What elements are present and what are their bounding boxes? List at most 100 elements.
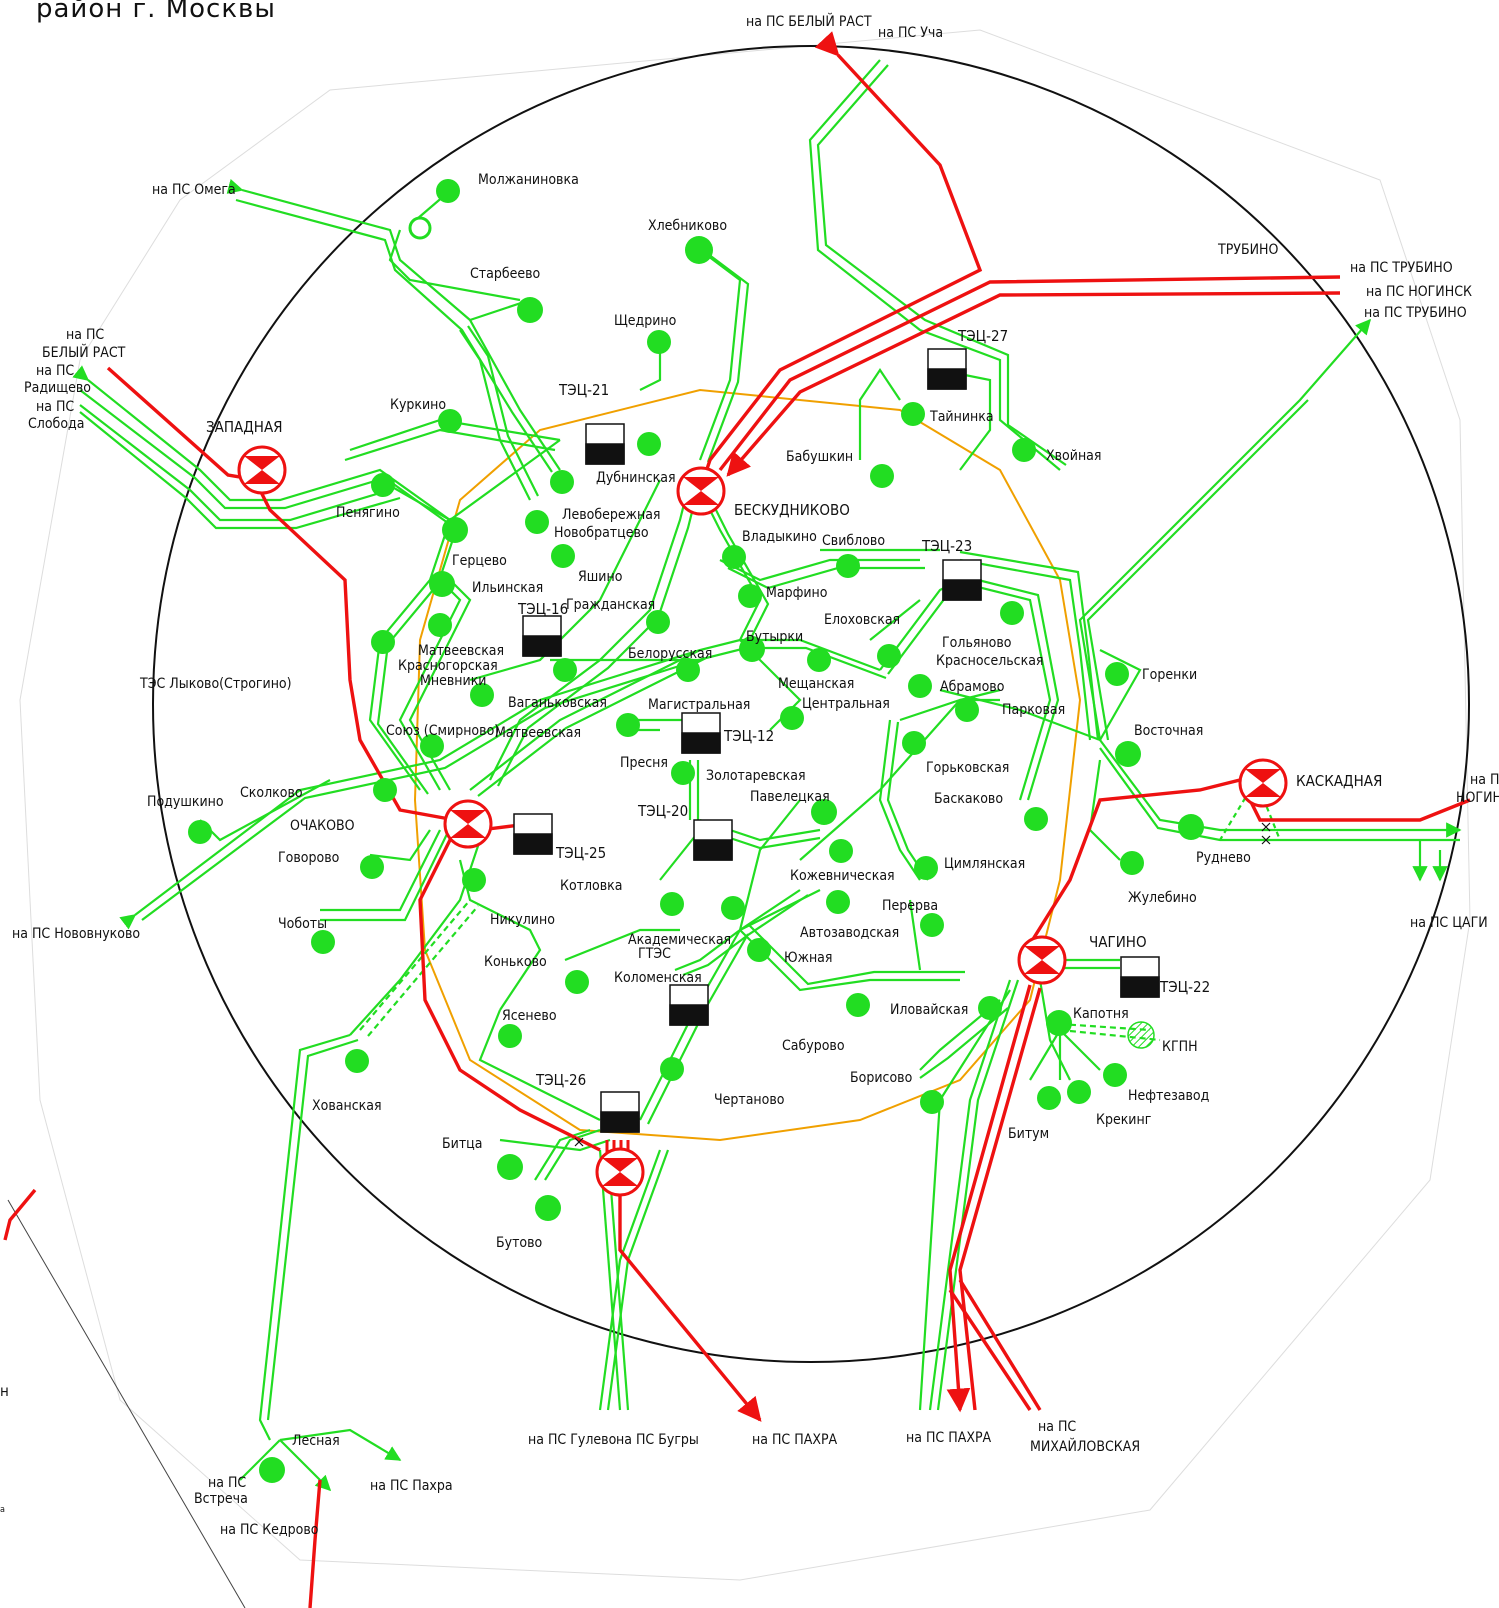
inner-ring-orange: [413, 388, 1082, 1142]
label-novobratsevo: Новобратцево: [554, 525, 649, 541]
labels: на ПС БЕЛЫЙ РАСТ на ПС Уча на ПС Омега Т…: [0, 12, 1499, 1538]
label-belyi-rast-l2: БЕЛЫЙ РАСТ: [42, 343, 126, 361]
label-konkovo: Коньково: [484, 954, 547, 970]
ps-label-gtes: ГТЭС: [638, 946, 671, 962]
label-kotlovka: Котловка: [560, 878, 623, 894]
label-bitum: Битум: [1008, 1126, 1049, 1142]
label-kurkino: Куркино: [390, 397, 446, 413]
hub-label-chagino: ЧАГИНО: [1089, 933, 1147, 951]
label-noginsk-r1: на ПС: [1470, 772, 1499, 788]
label-rudnevo: Руднево: [1196, 850, 1251, 866]
label-ochakovo: ОЧАКОВО: [290, 818, 355, 834]
label-skolkovo: Сколково: [240, 785, 303, 801]
label-gulevo: на ПС Гулево: [528, 1432, 617, 1448]
ps-label-tec27: ТЭЦ-27: [957, 327, 1008, 345]
label-govorovo: Говорово: [278, 850, 340, 866]
label-pererva: Перерва: [882, 898, 938, 914]
label-golyanovo: Гольяново: [942, 635, 1012, 651]
label-noginsk1: на ПС НОГИНСК: [1366, 284, 1472, 300]
label-sloboda1: на ПС: [36, 399, 74, 415]
label-gertsevo: Герцево: [452, 553, 507, 569]
power-station-boxes: [513, 348, 1160, 1133]
ps-label-kgpn: КГПН: [1162, 1039, 1198, 1055]
substation-dots: [188, 179, 1204, 1483]
label-mikhaylovskaya2: МИХАЙЛОВСКАЯ: [1030, 1437, 1140, 1455]
label-novovnukovo: на ПС Нововнуково: [12, 926, 140, 942]
label-trubino1: на ПС ТРУБИНО: [1350, 260, 1453, 276]
ps-label-tec21: ТЭЦ-21: [558, 381, 609, 399]
ps-label-tec25: ТЭЦ-25: [555, 844, 606, 862]
label-zolotarevskaya: Золотаревская: [706, 768, 806, 784]
hub-ochakovo: [443, 799, 493, 849]
label-baskakovo: Баскаково: [934, 791, 1003, 807]
label-presnya: Пресня: [620, 755, 668, 771]
lines-500kv: [3, 31, 1471, 1608]
label-pakhra2: на ПС ПАХРА: [906, 1430, 992, 1446]
label-chertanovo: Чертаново: [714, 1092, 785, 1108]
label-pakhra-red: на ПС ПАХРА: [752, 1432, 838, 1448]
label-trubino2: на ПС ТРУБИНО: [1364, 305, 1467, 321]
hub-beskudnikovo: [676, 466, 726, 516]
label-lykovo: ТЭС Лыково(Строгино): [139, 676, 292, 692]
switch-marks: [574, 822, 1271, 1147]
label-starbeevo: Старбеево: [470, 266, 541, 282]
label-omega: на ПС Омега: [152, 182, 236, 198]
label-magistralnaya: Магистральная: [648, 697, 750, 713]
label-matveevskaya1: Матвеевская: [418, 643, 504, 659]
label-tsentralnaya: Центральная: [802, 696, 890, 712]
label-kreking: Крекинг: [1096, 1112, 1151, 1128]
label-tayninka: Тайнинка: [929, 409, 994, 425]
label-akademicheskaya: Академическая: [628, 932, 731, 948]
label-belorusskaya: Белорусская: [628, 646, 712, 662]
label-tsimlyanskaya: Цимлянская: [944, 856, 1025, 872]
label-grazhdanskaya: Гражданская: [566, 597, 655, 613]
label-penyagino: Пенягино: [336, 505, 400, 521]
label-vstrecha1: на ПС: [208, 1475, 246, 1491]
ps-label-tec22: ТЭЦ-22: [1159, 978, 1210, 996]
label-parkovaya: Парковая: [1002, 702, 1065, 718]
edge-glyph-n: н: [0, 1382, 9, 1400]
label-soyuz: Союз (Смирново): [386, 723, 499, 739]
label-podushkino: Подушкино: [147, 794, 224, 810]
label-belyi-rast-l1: на ПС: [66, 327, 104, 343]
label-bittsa: Битца: [442, 1136, 482, 1152]
label-zhulebino: Жулебино: [1128, 890, 1197, 906]
molzhaninovka-ring: [408, 216, 432, 240]
label-belyi-rast-top: на ПС БЕЛЫЙ РАСТ: [746, 12, 872, 30]
label-molzhaninovka: Молжаниновка: [478, 172, 579, 188]
label-yuzhnaya: Южная: [784, 950, 832, 966]
label-yasenevo: Ясенево: [502, 1008, 557, 1024]
label-saburovo: Сабурово: [782, 1038, 845, 1054]
label-ilovayskaya: Иловайская: [890, 1002, 968, 1018]
outer-boundary: [19, 29, 1471, 1581]
ps-label-tec20: ТЭЦ-20: [637, 802, 688, 820]
label-tsagi: на ПС ЦАГИ: [1410, 915, 1488, 931]
label-dubninskaya: Дубнинская: [596, 470, 676, 486]
label-bugry: на ПС Бугры: [616, 1432, 699, 1448]
label-kedrovo: на ПС Кедрово: [220, 1522, 319, 1538]
label-shchedrino: Щедрино: [614, 313, 677, 329]
hub-kaskadnaya: [1238, 758, 1288, 808]
label-marfino: Марфино: [766, 585, 828, 601]
hub-label-kaskadnaya: КАСКАДНАЯ: [1296, 772, 1382, 790]
label-abramovo: Абрамово: [940, 679, 1005, 695]
label-borisovo: Борисово: [850, 1070, 913, 1086]
label-neftezavod: Нефтезавод: [1128, 1088, 1210, 1104]
label-yashino: Яшино: [578, 569, 623, 585]
kgpn-hatched: [1127, 1021, 1155, 1049]
label-trubino-hdr: ТРУБИНО: [1217, 242, 1278, 258]
label-vostochnaya: Восточная: [1134, 723, 1203, 739]
lines-220kv: [72, 59, 1462, 1492]
boundary-line: [7, 1199, 246, 1608]
label-babushkin: Бабушкин: [786, 449, 853, 465]
hub-label-zapadnaya: ЗАПАДНАЯ: [206, 418, 283, 436]
label-butovo: Бутово: [496, 1235, 543, 1251]
ps-label-tec12: ТЭЦ-12: [723, 727, 774, 745]
label-paveletskaya: Павелецкая: [750, 789, 830, 805]
label-kozhevnicheskaya: Кожевническая: [790, 868, 895, 884]
hub-chagino: [1017, 935, 1067, 985]
page-title: район г. Москвы: [36, 0, 276, 24]
label-vagankovskaya: Ваганьковская: [508, 695, 607, 711]
label-vladykino: Владыкино: [742, 529, 817, 545]
